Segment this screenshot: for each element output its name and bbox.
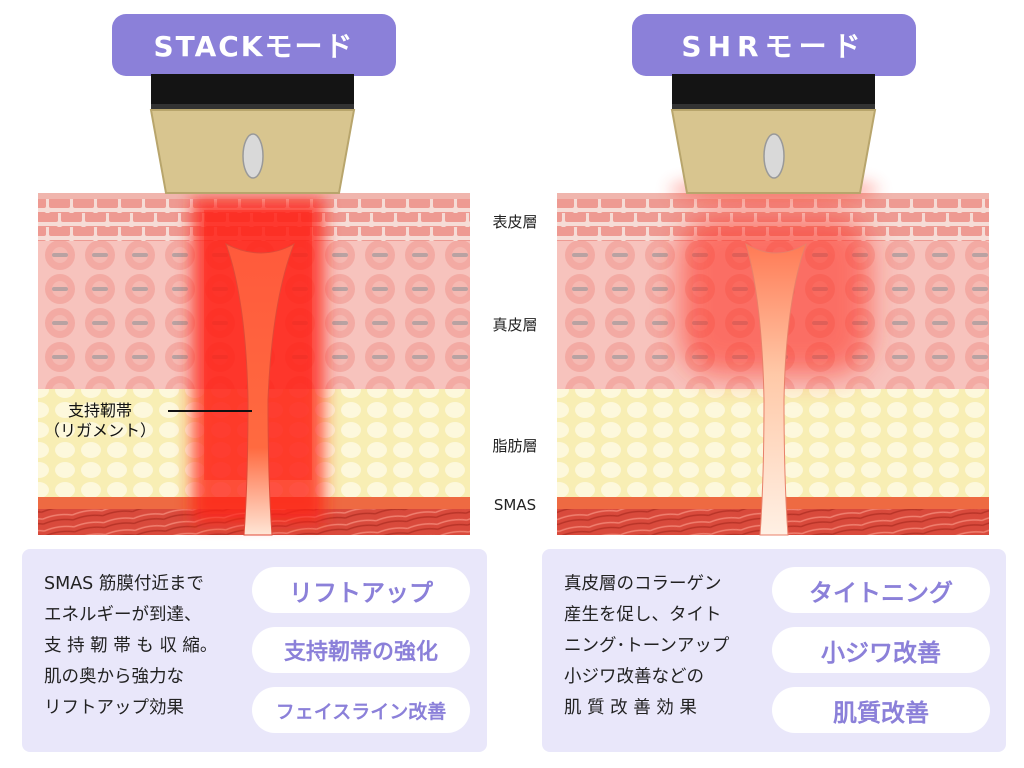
benefit-faceline-improvement: フェイスライン改善 xyxy=(252,687,470,733)
stack-handpiece xyxy=(149,74,356,194)
ligament-label-name: 支持靭帯 xyxy=(68,401,133,420)
benefit-skin-quality-improvement: 肌質改善 xyxy=(772,687,990,733)
benefit-tightening: タイトニング xyxy=(772,567,990,613)
layer-label-dermis: 真皮層 xyxy=(492,316,538,334)
shr-skin-block xyxy=(557,176,989,536)
stack-mode-title: STACKモード xyxy=(112,14,396,76)
shr-info-panel: 真皮層のコラーゲン 産生を促し、タイト ニング･トーンアップ 小ジワ改善などの … xyxy=(542,549,1006,752)
stack-info-panel: SMAS 筋膜付近まで エネルギーが到達、 支 持 靭 帯 も 収 縮。 肌の奥… xyxy=(22,549,487,752)
shr-mode-title: SHRモード xyxy=(632,14,916,76)
layer-label-epidermis: 表皮層 xyxy=(492,213,538,231)
benefit-ligament-strengthening: 支持靭帯の強化 xyxy=(252,627,470,673)
ligament-label: 支持靭帯 （リガメント） xyxy=(44,401,156,441)
layer-label-smas: SMAS xyxy=(493,496,537,514)
shr-description: 真皮層のコラーゲン 産生を促し、タイト ニング･トーンアップ 小ジワ改善などの … xyxy=(564,574,730,718)
benefit-fine-wrinkle-improvement: 小ジワ改善 xyxy=(772,627,990,673)
shr-handpiece xyxy=(670,74,877,194)
stack-description: SMAS 筋膜付近まで エネルギーが到達、 支 持 靭 帯 も 収 縮。 肌の奥… xyxy=(44,574,218,718)
layer-label-fat: 脂肪層 xyxy=(492,437,538,455)
skin-diagram xyxy=(38,74,989,536)
ligament-label-reading: （リガメント） xyxy=(44,421,157,440)
benefit-lift-up: リフトアップ xyxy=(252,567,470,613)
stack-skin-block xyxy=(38,193,470,536)
